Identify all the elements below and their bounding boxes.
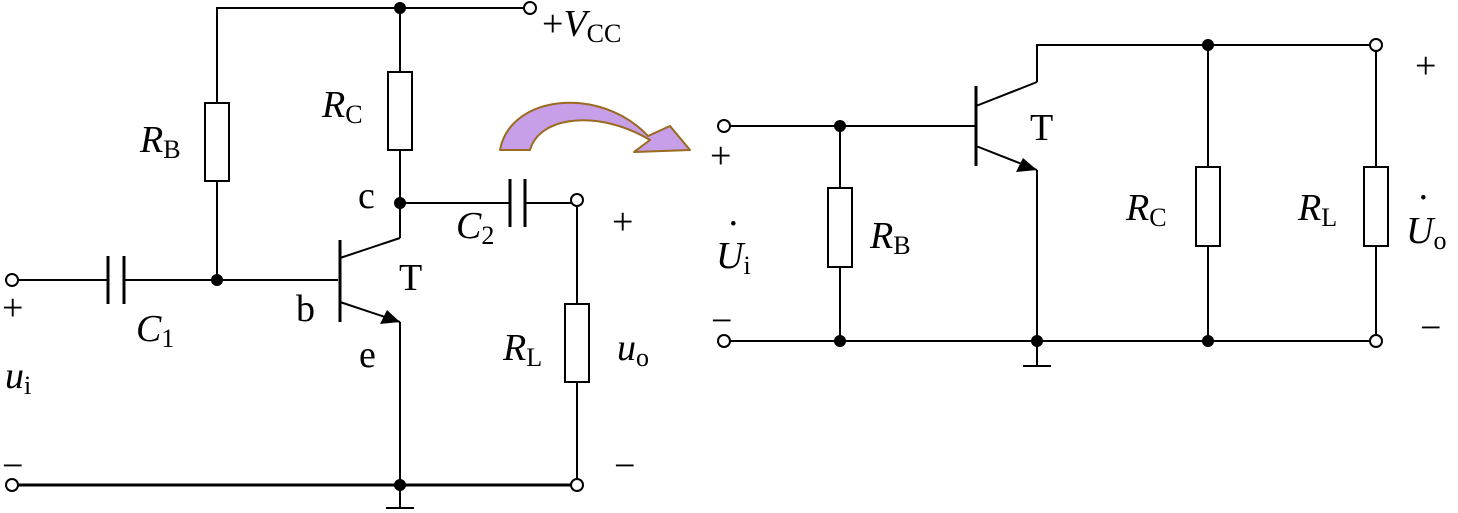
vcc-terminal bbox=[523, 1, 537, 15]
input-plus-label: + bbox=[2, 287, 23, 329]
input-ground-terminal-ac bbox=[717, 334, 731, 348]
transistor-t-left bbox=[338, 237, 401, 324]
rl-resistor-ac bbox=[1363, 166, 1389, 247]
c2-capacitor bbox=[508, 179, 527, 227]
input-ground-terminal bbox=[5, 478, 19, 492]
c1-capacitor bbox=[106, 256, 126, 304]
e-node-label: e bbox=[359, 334, 376, 376]
input-terminal-ac bbox=[717, 119, 731, 133]
output-terminal-ac bbox=[1369, 38, 1383, 52]
output-plus-label: + bbox=[612, 201, 633, 243]
junction-dot bbox=[834, 335, 846, 347]
rl-label-ac: RL bbox=[1297, 187, 1337, 232]
b-node-label: b bbox=[296, 288, 315, 330]
c-node-label: c bbox=[358, 175, 375, 217]
ui-label: ui bbox=[5, 355, 31, 400]
right-circuit: T + · Ui RB − RC RL + · Uo − bbox=[710, 38, 1446, 367]
output-minus-label-ac: − bbox=[1420, 307, 1441, 349]
input-minus-label-ac: − bbox=[711, 300, 732, 342]
junction-dot bbox=[1202, 335, 1214, 347]
t-right-label: T bbox=[1030, 107, 1053, 149]
rb-label-ac: RB bbox=[869, 215, 911, 260]
emitter-arrow bbox=[380, 310, 400, 324]
rb-resistor-ac bbox=[827, 187, 853, 268]
left-circuit: +VCC RB RC c C2 + T b C1 + e RL uo ui − … bbox=[2, 1, 649, 509]
rc-label-ac: RC bbox=[1125, 187, 1167, 232]
emitter-arrow-ac bbox=[1016, 158, 1037, 172]
uo-phasor-dot: · bbox=[1417, 177, 1430, 219]
junction-dot bbox=[394, 2, 406, 14]
output-minus-label: − bbox=[614, 445, 635, 487]
output-ground-terminal-ac bbox=[1369, 334, 1383, 348]
output-terminal bbox=[570, 193, 584, 207]
input-terminal bbox=[5, 273, 19, 287]
output-ground-terminal bbox=[570, 478, 584, 492]
input-plus-label-ac: + bbox=[710, 135, 731, 177]
uo-phasor-label: Uo bbox=[1406, 210, 1446, 255]
collector-rail bbox=[1036, 44, 1374, 82]
rc-label: RC bbox=[321, 84, 363, 129]
junction-dot bbox=[1031, 335, 1043, 347]
output-plus-label-ac: + bbox=[1415, 45, 1436, 87]
t-left-label: T bbox=[399, 257, 422, 299]
uo-label: uo bbox=[617, 327, 649, 372]
vcc-label: +VCC bbox=[542, 3, 621, 48]
junction-dot bbox=[394, 479, 406, 491]
rc-resistor bbox=[387, 71, 413, 151]
rl-resistor bbox=[564, 303, 590, 383]
rl-label: RL bbox=[502, 327, 542, 372]
ui-phasor-label: Ui bbox=[716, 235, 751, 280]
input-minus-label: − bbox=[2, 445, 23, 487]
transform-arrow bbox=[499, 101, 691, 153]
junction-dot bbox=[394, 197, 406, 209]
junction-dot bbox=[211, 274, 223, 286]
rb-resistor bbox=[204, 102, 230, 182]
rc-resistor-ac bbox=[1195, 166, 1221, 247]
c2-label: C2 bbox=[456, 205, 494, 250]
c1-label: C1 bbox=[136, 308, 174, 353]
junction-dot bbox=[834, 120, 846, 132]
transistor-t-right bbox=[974, 81, 1038, 172]
rb-label: RB bbox=[139, 119, 181, 164]
junction-dot bbox=[1202, 39, 1214, 51]
ui-phasor-dot: · bbox=[727, 203, 740, 245]
vcc-rail bbox=[216, 7, 527, 280]
